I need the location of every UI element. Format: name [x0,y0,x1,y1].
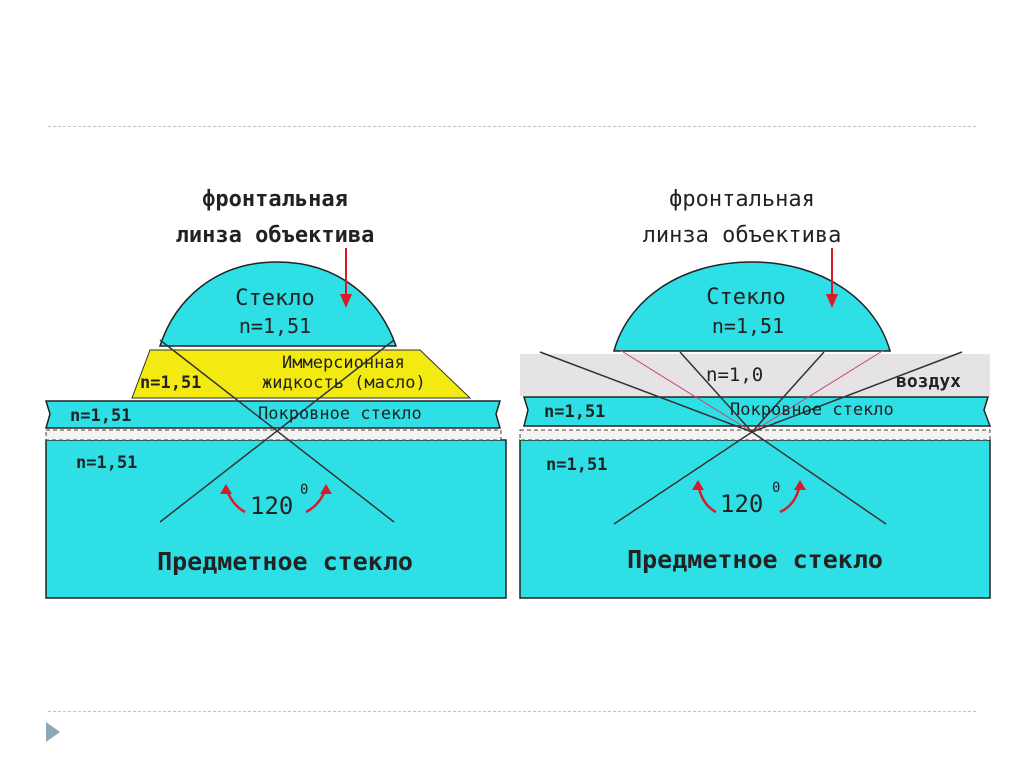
right-medium-index: n=1,0 [706,364,763,386]
left-angle-arrowhead-right [320,484,332,494]
left-ray-2 [159,339,395,523]
right-lens-index: n=1,51 [712,314,784,338]
right-lens-material: Стекло [706,285,785,310]
left-pointer-arrowhead [340,294,352,308]
left-panel: фронтальная линза объектива Стекло n=1,5… [44,187,507,599]
right-ray-air-2 [751,351,963,433]
right-objective-title-line2: линза объектива [643,223,842,248]
left-lens-material: Стекло [235,286,314,311]
right-ray-2 [751,431,887,525]
right-objective-title-line1: фронтальная [669,187,815,212]
right-angle-label: 120 [720,490,763,518]
left-front-lens [158,261,398,347]
right-ray-lens-2 [751,349,885,433]
right-panel: фронтальная линза объектива Стекло n=1,5… [519,187,992,599]
right-angle-arrowhead-right [794,480,806,490]
right-ray-air-1 [539,351,753,433]
right-ray-3 [679,351,753,433]
left-medium-label-line1: Иммерсионная [282,353,405,373]
right-cover-index: n=1,51 [544,402,605,422]
left-lens-index: n=1,51 [239,314,311,338]
right-cover-glass [522,396,992,427]
right-angle-unit: 0 [772,480,780,496]
left-slide-label: Предметное стекло [157,547,413,576]
right-ray-1 [613,431,753,525]
left-medium-label-line2: жидкость (масло) [262,373,426,393]
bottom-divider [48,711,976,712]
right-slide-label: Предметное стекло [627,545,883,574]
right-cover-label: Покровное стекло [730,400,894,420]
top-divider [48,126,976,127]
left-objective-title-line1: фронтальная [202,187,348,212]
left-immersion-oil [131,349,472,399]
right-medium-label: воздух [896,371,961,392]
right-front-lens [613,261,891,352]
left-angle-arrowhead-left [220,484,232,494]
left-cover-index: n=1,51 [70,406,131,426]
left-specimen-layer [45,429,502,441]
right-pointer-arrowhead [826,294,838,308]
left-cover-glass [44,400,502,429]
right-slide-index: n=1,51 [546,455,607,475]
left-angle-label: 120 [250,492,293,520]
left-objective-title-line2: линза объектива [176,223,375,248]
next-slide-arrow-icon[interactable] [46,722,60,742]
right-air-gap [520,354,990,396]
left-cover-label: Покровное стекло [258,404,422,424]
left-angle-unit: 0 [300,482,308,498]
left-medium-index: n=1,51 [140,373,201,393]
left-slide-index: n=1,51 [76,453,137,473]
right-angle-arrowhead-left [692,480,704,490]
right-ray-lens-1 [619,349,753,433]
right-ray-4 [751,351,825,433]
left-slide-glass [45,439,507,599]
